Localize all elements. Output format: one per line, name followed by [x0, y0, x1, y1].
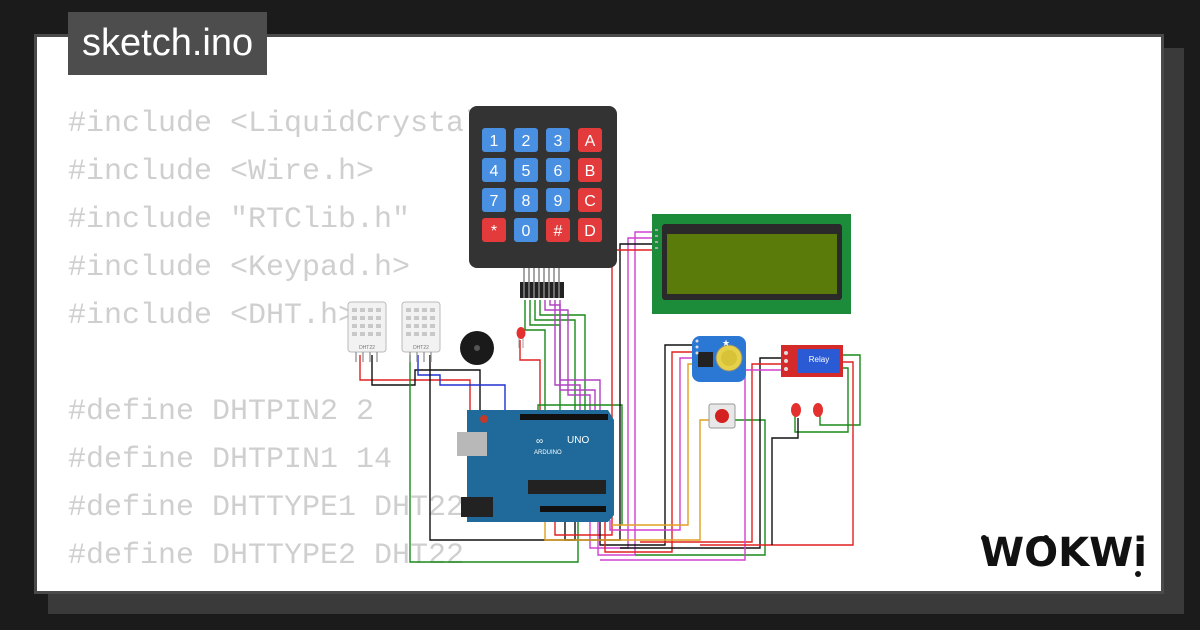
rtc-module: ★: [692, 336, 746, 382]
keypad-key-label: *: [491, 223, 497, 240]
arduino-uno-board: ∞ UNO ARDUINO: [457, 410, 614, 522]
svg-text:Relay: Relay: [809, 355, 829, 364]
keypad-key-label: 8: [522, 193, 531, 210]
keypad-key-label: 2: [522, 133, 531, 150]
keypad-key: [546, 218, 570, 242]
keypad-key: [514, 188, 538, 212]
push-button: [708, 403, 736, 429]
code-line: #define DHTTYPE1 DHT22: [68, 491, 465, 525]
keypad-key-label: 1: [490, 133, 499, 150]
keypad-key-label: 4: [490, 163, 499, 180]
svg-text:★: ★: [722, 338, 730, 348]
red-led-1: [516, 327, 526, 348]
keypad-key: [546, 188, 570, 212]
keypad-key-label: 0: [522, 223, 531, 240]
svg-text:UNO: UNO: [567, 435, 589, 446]
keypad-key: [578, 158, 602, 182]
keypad-key-label: 6: [554, 163, 563, 180]
keypad-key: [482, 158, 506, 182]
keypad-key-label: B: [585, 163, 596, 180]
keypad-key: [546, 128, 570, 152]
code-line: #include <Keypad.h>: [68, 251, 411, 285]
keypad-key-label: C: [584, 193, 596, 210]
red-led-3: [813, 403, 823, 417]
wokwi-logo: WOKWi: [976, 520, 1151, 582]
wokwi-logo-mark: WOKWi: [980, 530, 1147, 577]
keypad-key-label: A: [585, 133, 596, 150]
lcd-display: [652, 214, 851, 314]
keypad-key: [514, 128, 538, 152]
keypad-key: [514, 158, 538, 182]
code-line: #include <Wire.h>: [68, 155, 375, 189]
keypad-key: [482, 188, 506, 212]
keypad-key-label: 9: [554, 193, 563, 210]
keypad-key-label: 5: [522, 163, 531, 180]
code-line: #define DHTPIN2 2: [68, 395, 375, 429]
code-line: #define DHTTYPE2 DHT22: [68, 539, 465, 573]
keypad-key: [482, 128, 506, 152]
buzzer: [460, 331, 494, 365]
file-tab[interactable]: sketch.ino: [68, 12, 268, 75]
keypad-key: [578, 188, 602, 212]
keypad-key: [546, 158, 570, 182]
svg-text:DHT22: DHT22: [359, 345, 375, 351]
wires: [359, 231, 861, 563]
keypad-key-label: D: [584, 223, 596, 240]
relay-module: Relay: [781, 345, 843, 377]
dht22-sensor-2: DHT22: [401, 301, 441, 362]
svg-text:∞: ∞: [536, 436, 543, 447]
keypad-key: [578, 128, 602, 152]
keypad-key: [578, 218, 602, 242]
keypad-key-label: 7: [490, 193, 499, 210]
keypad-4x4: 1 2 3 A 4 5 6 B 7 8 9 C * 0 # D: [469, 106, 617, 298]
code-line: #define DHTPIN1 14: [68, 443, 393, 477]
svg-text:ARDUINO: ARDUINO: [534, 450, 562, 456]
red-led-2: [791, 403, 801, 417]
keypad-key-label: 3: [554, 133, 563, 150]
dht22-sensor-1: DHT22: [347, 301, 387, 362]
keypad-key-label: #: [554, 223, 563, 240]
svg-text:WOKWi: WOKWi: [980, 530, 1147, 576]
keypad-key: [482, 218, 506, 242]
keypad-key: [514, 218, 538, 242]
code-line: #include "RTClib.h": [68, 203, 411, 237]
code-line: #include <DHT.h>: [68, 299, 357, 333]
svg-text:DHT22: DHT22: [413, 345, 429, 351]
